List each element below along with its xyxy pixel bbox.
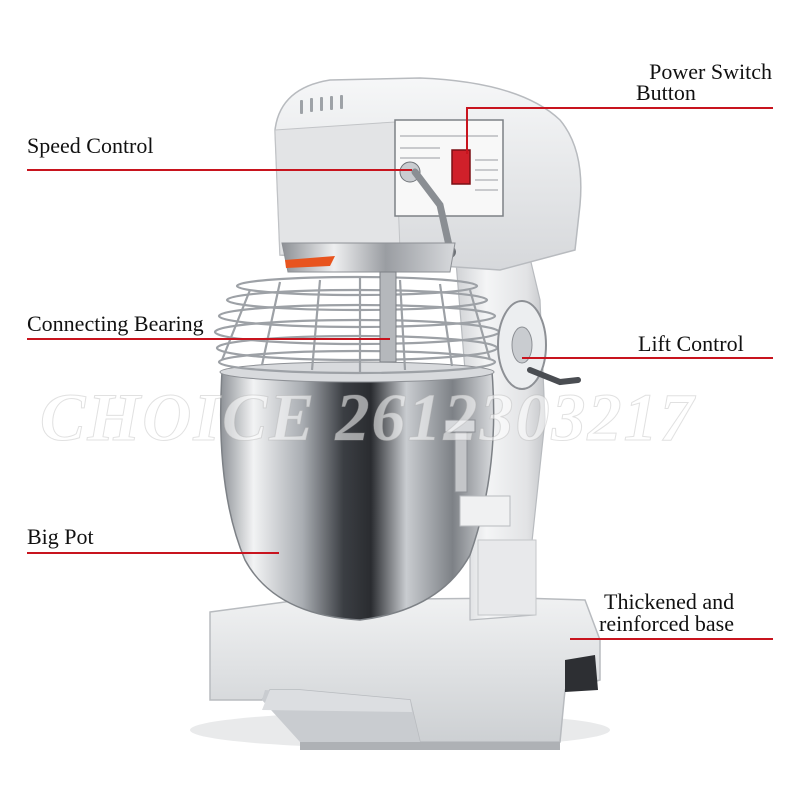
leader-line-big-pot [27, 552, 279, 554]
leader-line-power-switch [467, 107, 773, 109]
lift-handwheel [497, 300, 581, 390]
label-power-switch-line2: Button [636, 80, 696, 105]
leader-line-power-switch-drop [466, 107, 468, 154]
vent-slots [300, 95, 343, 114]
leader-line-connecting-bearing [27, 338, 390, 340]
watermark: CHOICE 2612303217 [40, 379, 696, 456]
leader-line-lift-control [522, 357, 773, 359]
orange-marker [285, 256, 335, 268]
bearing-shaft [379, 271, 397, 363]
label-base-line1: Thickened and [604, 589, 735, 614]
mixer-base [209, 597, 601, 750]
safety-guard [213, 275, 501, 375]
bowl-clamp [444, 419, 511, 527]
leader-line-speed-control [27, 169, 412, 171]
mixer-head [274, 77, 582, 271]
speed-lever [411, 168, 454, 254]
label-connecting-bearing: Connecting Bearing [27, 311, 204, 336]
leader-line-base [570, 638, 773, 640]
label-big-pot: Big Pot [27, 524, 94, 549]
power-switch [451, 149, 471, 185]
gearbox-collar [281, 242, 456, 273]
label-speed-control: Speed Control [27, 133, 154, 158]
label-power-switch-line1: Power Switch [649, 59, 772, 84]
label-lift-control: Lift Control [638, 331, 744, 356]
label-base-line2: reinforced base [599, 611, 734, 636]
